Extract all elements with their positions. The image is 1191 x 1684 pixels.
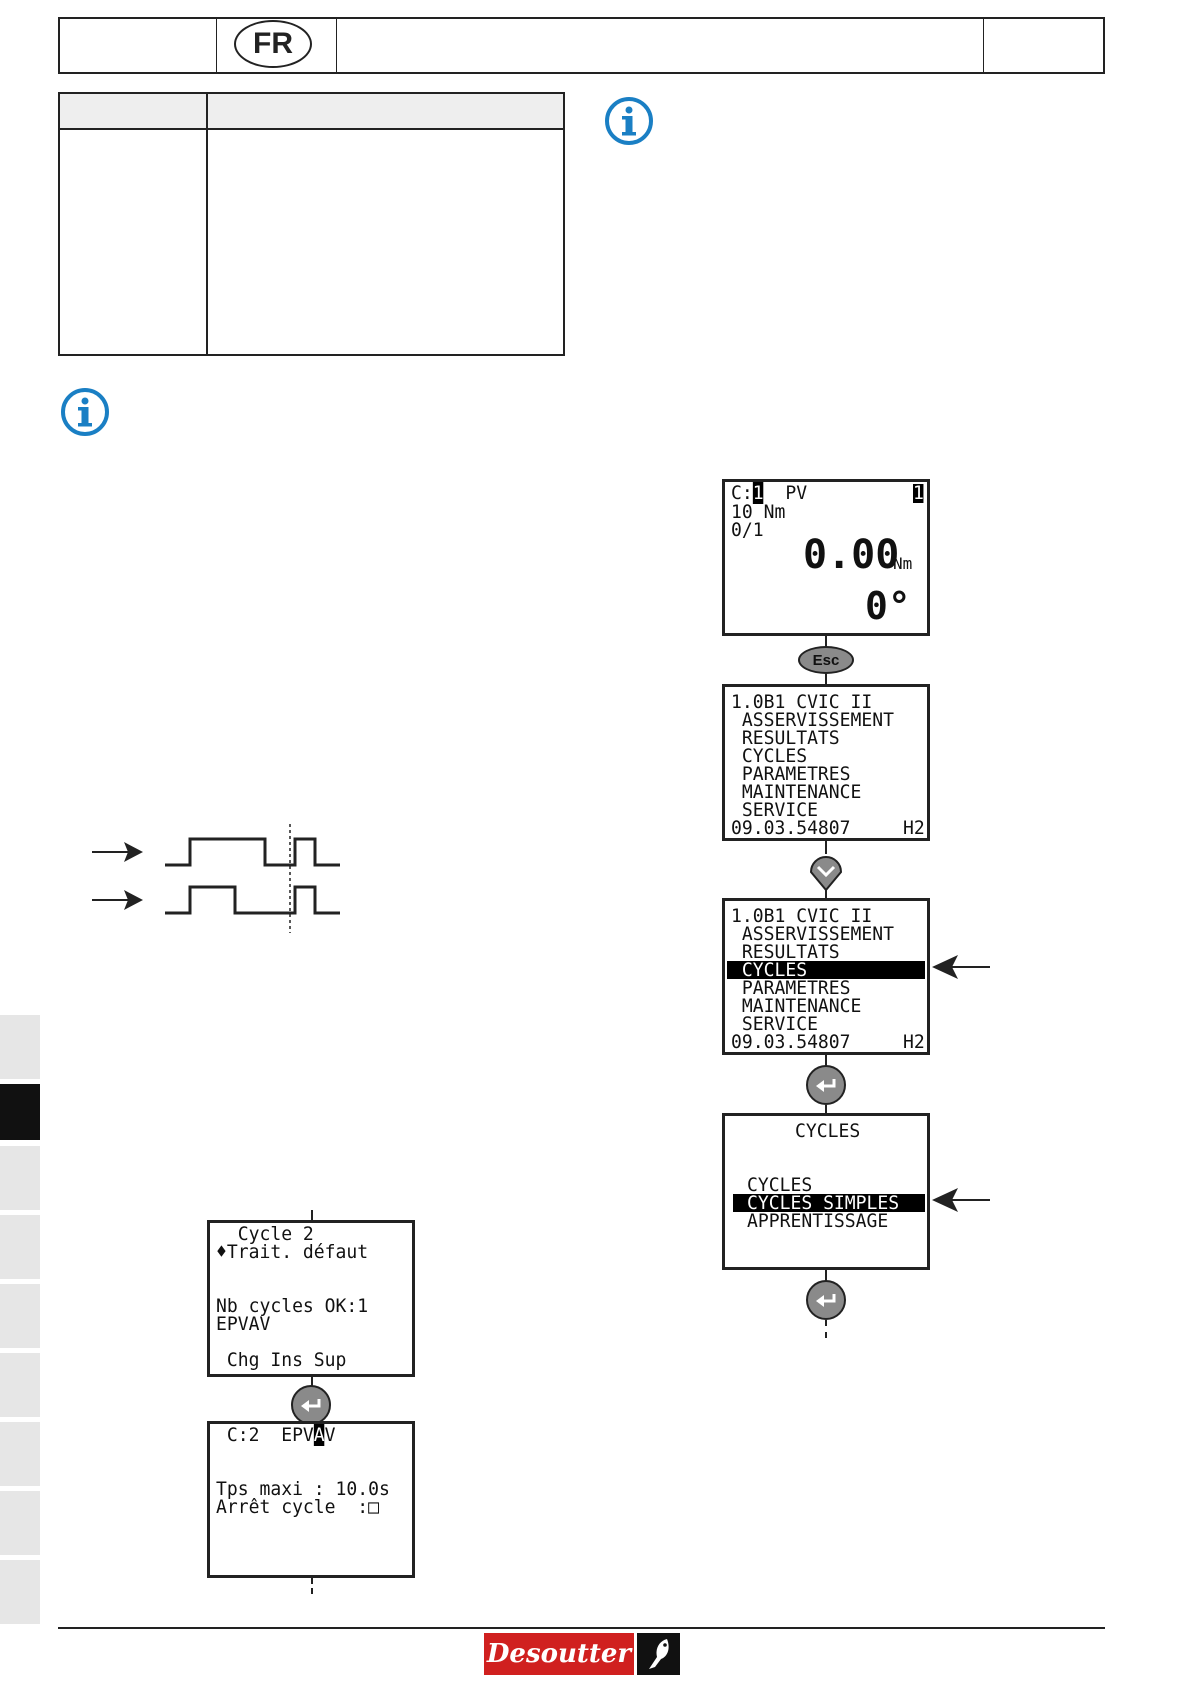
header-cell-lang xyxy=(216,19,337,72)
menu-line: PARAMETRES xyxy=(731,977,851,999)
page-header xyxy=(58,17,1105,74)
lcd-menu-screen-selected: 1.0B1 CVIC II ASSERVISSEMENT RESULTATS C… xyxy=(722,898,930,1055)
cycles-item-selected[interactable]: CYCLES SIMPLES xyxy=(747,1192,900,1214)
cycles-item: APPRENTISSAGE xyxy=(747,1210,889,1232)
lcd-main-screen: C:1 PV 1 10 Nm 0/1 0.00 Nm 0° xyxy=(722,479,930,636)
menu-line: CYCLES xyxy=(731,745,808,767)
signal-waveform-1 xyxy=(165,837,340,867)
parameter-table xyxy=(58,92,565,356)
menu-line: SERVICE xyxy=(731,799,818,821)
arrow-left-icon xyxy=(932,955,990,979)
info-icon xyxy=(605,97,653,145)
table-column-divider xyxy=(206,94,208,354)
flow-connector-dashed xyxy=(311,1578,313,1594)
menu-line: SERVICE xyxy=(731,1013,818,1035)
flow-connector xyxy=(825,1270,827,1282)
menu-line: PARAMETRES xyxy=(731,763,851,785)
enter-button[interactable] xyxy=(291,1385,331,1425)
epvav-header: C:2 EPV xyxy=(216,1424,314,1446)
flow-connector xyxy=(825,1105,827,1115)
desoutter-logo: Desoutter xyxy=(484,1633,680,1675)
signal-waveform-2 xyxy=(165,885,340,915)
torque-unit: Nm xyxy=(893,554,913,573)
cycle2-softkeys: Chg Ins Sup xyxy=(216,1349,347,1371)
signal-timing-diagram xyxy=(92,824,340,933)
menu-line: RESULTATS xyxy=(731,727,840,749)
menu-line: MAINTENANCE xyxy=(731,781,862,803)
menu-line: MAINTENANCE xyxy=(731,995,862,1017)
cycles-selection-bar xyxy=(733,1194,925,1212)
chapter-tab[interactable] xyxy=(0,1215,40,1279)
epvav-cycle-stop: Arrêt cycle :□ xyxy=(216,1496,380,1518)
cycle2-line: EPVAV xyxy=(216,1313,271,1335)
chapter-tab[interactable] xyxy=(0,1146,40,1210)
screen-cycle-count: 0/1 xyxy=(731,519,764,541)
table-header-row xyxy=(60,94,563,130)
menu-line: RESULTATS xyxy=(731,941,840,963)
lcd-menu-screen: 1.0B1 CVIC II ASSERVISSEMENT RESULTATS C… xyxy=(722,684,930,841)
menu-line: ASSERVISSEMENT xyxy=(731,709,895,731)
flow-connector xyxy=(311,1377,313,1387)
arrow-left-icon xyxy=(932,1188,990,1212)
flow-connector-dashed xyxy=(311,1210,313,1222)
flow-connector-dashed xyxy=(825,1320,827,1338)
cycles-item: CYCLES xyxy=(747,1174,813,1196)
language-badge: FR xyxy=(234,20,312,68)
lcd-epvav-screen: C:2 EPVAV Tps maxi : 10.0s Arrêt cycle :… xyxy=(207,1421,415,1578)
menu-selection-bar xyxy=(727,961,925,979)
flow-connector xyxy=(825,636,827,647)
flow-connector xyxy=(825,674,827,685)
menu-line: ASSERVISSEMENT xyxy=(731,923,895,945)
enter-icon xyxy=(816,1079,836,1092)
info-icon xyxy=(61,388,109,436)
down-arrow-button[interactable] xyxy=(809,852,843,892)
arrow-right-icon xyxy=(92,890,143,910)
enter-button[interactable] xyxy=(806,1065,846,1105)
menu-footer-code: 09.03.54807 xyxy=(731,817,851,839)
angle-value: 0° xyxy=(865,584,911,628)
cycle2-line: Nb cycles OK:1 xyxy=(216,1295,369,1317)
flow-connector xyxy=(825,841,827,854)
lcd-cycle2-screen: Cycle 2 ♦Trait. défaut Nb cycles OK:1 EP… xyxy=(207,1220,415,1377)
screen-mode-label: PV xyxy=(763,482,808,504)
chapter-tab[interactable] xyxy=(0,1015,40,1079)
menu-line: 1.0B1 CVIC II xyxy=(731,691,873,713)
arrow-right-icon xyxy=(92,842,143,862)
cycle2-line: ♦Trait. défaut xyxy=(216,1241,369,1263)
chapter-tab[interactable] xyxy=(0,1284,40,1348)
esc-button[interactable]: Esc xyxy=(798,646,854,674)
header-cell-title xyxy=(336,19,984,72)
header-cell-left xyxy=(60,19,217,72)
screen-cycle-label: C: xyxy=(731,482,753,504)
chevron-down-icon xyxy=(816,865,836,878)
menu-footer-code: 09.03.54807 xyxy=(731,1031,851,1053)
menu-footer-version: H2 xyxy=(903,1031,925,1053)
enter-icon xyxy=(816,1294,836,1307)
screen-badge: 1 xyxy=(912,482,924,504)
menu-footer-version: H2 xyxy=(903,817,925,839)
flow-connector xyxy=(825,890,827,900)
chapter-tab[interactable] xyxy=(0,1422,40,1486)
chapter-tab-active[interactable] xyxy=(0,1084,40,1140)
epvav-max-time: Tps maxi : 10.0s xyxy=(216,1478,390,1500)
logo-wordmark: Desoutter xyxy=(484,1633,634,1675)
screen-cycle-number: 1 xyxy=(752,482,764,504)
chapter-tab[interactable] xyxy=(0,1353,40,1417)
menu-line: 1.0B1 CVIC II xyxy=(731,905,873,927)
screen-target-torque: 10 Nm xyxy=(731,501,786,523)
chapter-tab[interactable] xyxy=(0,1491,40,1555)
enter-button[interactable] xyxy=(806,1280,846,1320)
cycles-title: CYCLES xyxy=(795,1120,861,1142)
lcd-cycles-screen: CYCLES CYCLES CYCLES SIMPLES APPRENTISSA… xyxy=(722,1113,930,1270)
epvav-cursor: A xyxy=(313,1424,325,1446)
cycle2-line: Cycle 2 xyxy=(216,1223,314,1245)
chapter-tab[interactable] xyxy=(0,1560,40,1624)
menu-line-selected[interactable]: CYCLES xyxy=(731,959,808,981)
bird-logo-icon xyxy=(637,1633,680,1675)
epvav-header-end: V xyxy=(324,1424,336,1446)
enter-icon xyxy=(301,1399,321,1412)
footer-divider xyxy=(58,1627,1105,1629)
flow-connector xyxy=(825,1055,827,1067)
torque-value: 0.00 xyxy=(803,532,900,578)
